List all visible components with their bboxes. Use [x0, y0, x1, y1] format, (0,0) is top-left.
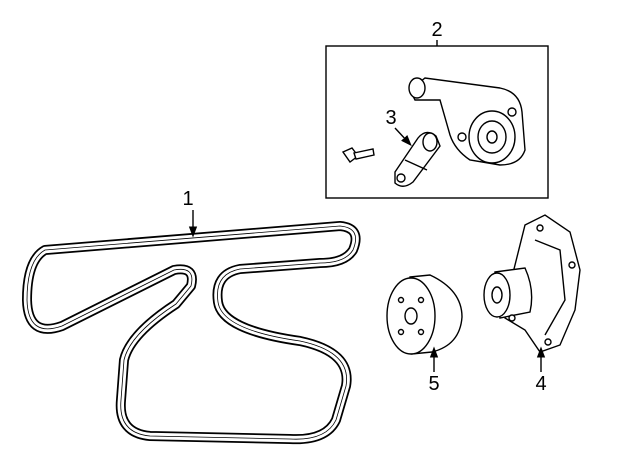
- callout-2: 2: [431, 19, 443, 46]
- tensioner-assembly[interactable]: [408, 77, 526, 166]
- callout-3: 3: [385, 107, 412, 147]
- callout-5: 5: [428, 346, 440, 395]
- callout-1: 1: [182, 188, 198, 238]
- bolt[interactable]: [341, 147, 375, 163]
- callout-4: 4: [535, 346, 547, 395]
- callout-number: 3: [385, 107, 396, 129]
- callout-number: 1: [182, 188, 193, 210]
- callout-number: 5: [428, 373, 439, 395]
- water-pump-pulley[interactable]: [386, 274, 463, 355]
- water-pump[interactable]: [483, 214, 581, 353]
- callout-number: 2: [431, 19, 442, 41]
- serpentine-belt[interactable]: [22, 221, 361, 445]
- tensioner-damper[interactable]: [394, 131, 441, 187]
- callout-number: 4: [535, 373, 546, 395]
